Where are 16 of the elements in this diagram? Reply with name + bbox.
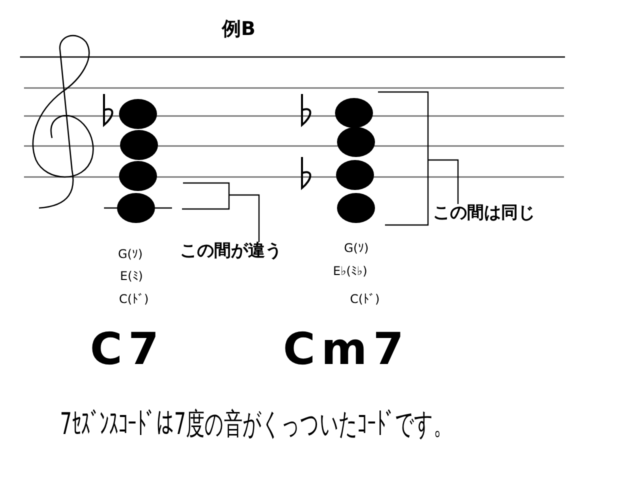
caption-text: 7ｾｽﾞﾝｽｺｰﾄﾞは7度の音がくっついたｺｰﾄﾞです。 xyxy=(60,410,452,440)
leader-line xyxy=(428,159,459,204)
callout-text: この間は同じ xyxy=(433,205,535,222)
title: 例B xyxy=(222,20,256,39)
leader-line xyxy=(229,194,260,242)
note-name: G(ｿ) xyxy=(344,242,369,254)
callout-text: この間が違う xyxy=(180,243,282,260)
note-name: E(ﾐ) xyxy=(120,270,143,282)
bracket xyxy=(182,182,230,210)
chord-name: Cm7 xyxy=(283,328,410,372)
chord-name: C7 xyxy=(90,328,165,372)
bracket xyxy=(378,91,429,226)
note-name: C(ﾄﾞ) xyxy=(350,293,380,305)
note-name: E♭(ﾐ♭) xyxy=(333,265,368,277)
note-name: G(ｿ) xyxy=(118,248,143,260)
note-name: C(ﾄﾞ) xyxy=(119,293,149,305)
